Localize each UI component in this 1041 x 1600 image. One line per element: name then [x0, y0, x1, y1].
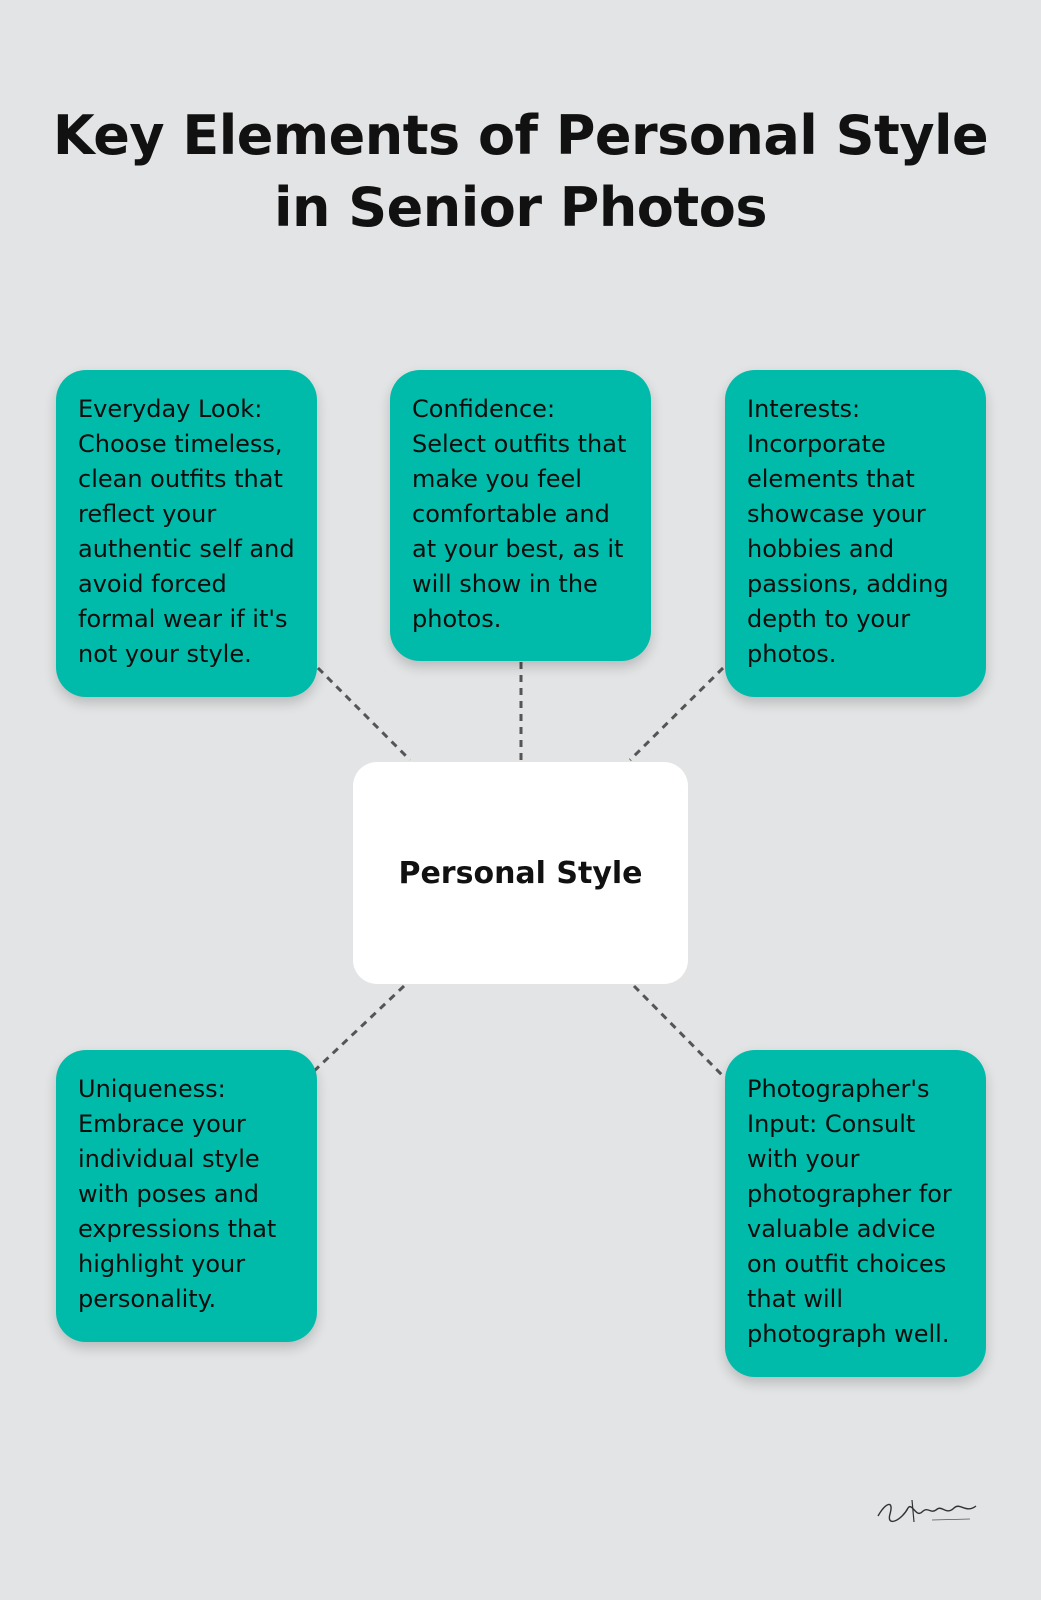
card-confidence-text: Confidence: Select outfits that make you…: [412, 395, 627, 633]
center-node-label: Personal Style: [398, 855, 643, 891]
card-photographers-input: Photographer's Input: Consult with your …: [725, 1050, 986, 1377]
card-uniqueness: Uniqueness: Embrace your individual styl…: [56, 1050, 317, 1342]
card-confidence: Confidence: Select outfits that make you…: [390, 370, 651, 661]
card-photographers-input-text: Photographer's Input: Consult with your …: [747, 1075, 952, 1348]
connector-photographers-input: [632, 984, 727, 1080]
card-everyday-look-text: Everyday Look: Choose timeless, clean ou…: [78, 395, 295, 668]
card-interests-text: Interests: Incorporate elements that sho…: [747, 395, 949, 668]
card-uniqueness-text: Uniqueness: Embrace your individual styl…: [78, 1075, 277, 1313]
center-node: Personal Style: [353, 762, 688, 984]
connector-uniqueness: [310, 984, 406, 1075]
connector-interests: [628, 666, 725, 762]
connector-everyday-look: [316, 666, 412, 762]
card-interests: Interests: Incorporate elements that sho…: [725, 370, 986, 697]
signature-logo: [877, 1499, 977, 1523]
page-title: Key Elements of Personal Style in Senior…: [52, 104, 989, 239]
card-everyday-look: Everyday Look: Choose timeless, clean ou…: [56, 370, 317, 697]
